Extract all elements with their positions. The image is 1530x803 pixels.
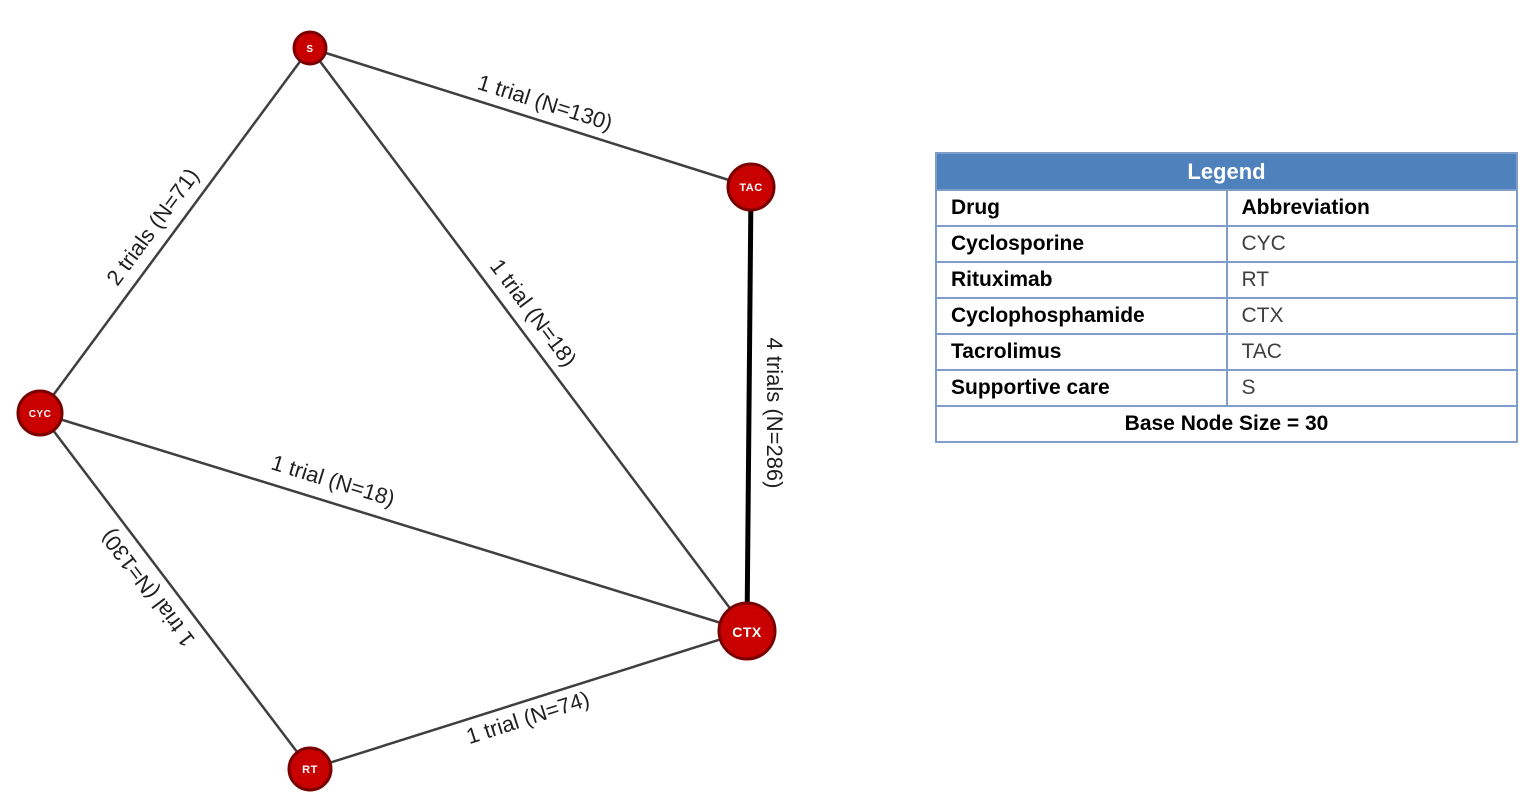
- node-rt-circle: [287, 746, 333, 792]
- drug-name: Rituximab: [935, 261, 1228, 299]
- legend-title-row: Legend: [935, 152, 1518, 191]
- drug-name: Tacrolimus: [935, 333, 1228, 371]
- node-ctx-circle: [717, 601, 777, 661]
- drug-abbreviation: S: [1225, 369, 1518, 407]
- legend-header-row: Drug Abbreviation: [935, 189, 1518, 227]
- legend-title: Legend: [935, 152, 1518, 191]
- node-cyc-circle: [16, 389, 64, 437]
- legend-footer-row: Base Node Size = 30: [935, 405, 1518, 443]
- node-tac-circle: [726, 162, 776, 212]
- edge-rt-ctx: [309, 629, 748, 771]
- drug-abbreviation: CYC: [1225, 225, 1518, 263]
- legend-row-supportive-care: Supportive care S: [935, 369, 1518, 407]
- legend-row-cyclosporine: Cyclosporine CYC: [935, 225, 1518, 263]
- node-tacrolimus: TAC: [726, 162, 776, 212]
- legend-table: Legend Drug Abbreviation Cyclosporine CY…: [935, 152, 1518, 443]
- edge-s-cyc: [38, 47, 312, 414]
- base-node-size-note: Base Node Size = 30: [935, 405, 1518, 443]
- drug-name: Supportive care: [935, 369, 1228, 407]
- node-tac-label: TAC: [739, 182, 762, 194]
- node-supportive-care: S: [292, 30, 328, 66]
- edge-cyc-rt: [39, 412, 311, 770]
- edge-cyc-ctx: [39, 411, 748, 633]
- legend-col-header-drug: Drug: [935, 189, 1228, 227]
- node-s-label: S: [306, 44, 313, 55]
- node-rt-label: RT: [302, 764, 318, 776]
- drug-abbreviation: CTX: [1225, 297, 1518, 335]
- edge-label-tac-ctx: 4 trials (N=286): [762, 337, 787, 489]
- legend-col-header-abbreviation: Abbreviation: [1225, 189, 1518, 227]
- drug-abbreviation: RT: [1225, 261, 1518, 299]
- legend-row-rituximab: Rituximab RT: [935, 261, 1518, 299]
- node-ctx-label: CTX: [732, 624, 762, 640]
- legend-row-tacrolimus: Tacrolimus TAC: [935, 333, 1518, 371]
- edge-s-ctx: [308, 47, 749, 632]
- node-cyc-label: CYC: [29, 409, 52, 420]
- node-cyclophosphamide: CTX: [717, 601, 777, 661]
- node-rituximab: RT: [287, 746, 333, 792]
- drug-name: Cyclophosphamide: [935, 297, 1228, 335]
- node-cyclosporine: CYC: [16, 389, 64, 437]
- edge-tac-ctx: [744, 186, 754, 632]
- legend-row-cyclophosphamide: Cyclophosphamide CTX: [935, 297, 1518, 335]
- node-s-circle: [292, 30, 328, 66]
- drug-abbreviation: TAC: [1225, 333, 1518, 371]
- drug-name: Cyclosporine: [935, 225, 1228, 263]
- edge-s-tac: [309, 46, 752, 189]
